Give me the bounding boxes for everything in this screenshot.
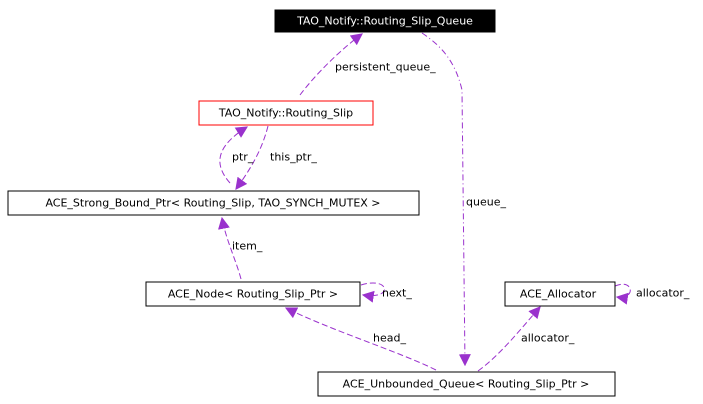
svg-text:ACE_Unbounded_Queue< Routing_S: ACE_Unbounded_Queue< Routing_Slip_Ptr > xyxy=(343,378,590,391)
node-routing-slip-queue[interactable]: TAO_Notify::Routing_Slip_Queue xyxy=(274,9,496,33)
edge-allocator-self xyxy=(614,283,631,305)
svg-text:ACE_Allocator: ACE_Allocator xyxy=(520,288,597,301)
edge-label-this-ptr: this_ptr_ xyxy=(270,151,317,164)
edge-label-allocator-self: allocator_ xyxy=(636,287,690,300)
svg-text:TAO_Notify::Routing_Slip: TAO_Notify::Routing_Slip xyxy=(218,107,353,120)
edge-label-ptr: ptr_ xyxy=(232,151,254,164)
edges xyxy=(218,32,631,372)
svg-text:ACE_Node< Routing_Slip_Ptr >: ACE_Node< Routing_Slip_Ptr > xyxy=(168,288,338,301)
svg-text:ACE_Strong_Bound_Ptr< Routing_: ACE_Strong_Bound_Ptr< Routing_Slip, TAO_… xyxy=(45,197,380,210)
edge-item xyxy=(218,216,242,280)
node-ace-allocator[interactable]: ACE_Allocator xyxy=(504,281,616,307)
node-strong-bound-ptr[interactable]: ACE_Strong_Bound_Ptr< Routing_Slip, TAO_… xyxy=(7,190,420,216)
node-routing-slip[interactable]: TAO_Notify::Routing_Slip xyxy=(198,100,374,126)
svg-text:TAO_Notify::Routing_Slip_Queue: TAO_Notify::Routing_Slip_Queue xyxy=(296,15,473,28)
edge-label-persistent-queue: persistent_queue_ xyxy=(335,61,436,74)
edge-head xyxy=(284,307,437,371)
edge-label-allocator: allocator_ xyxy=(521,332,575,345)
edge-label-head: head_ xyxy=(373,332,406,345)
edge-queue xyxy=(421,32,471,367)
node-ace-node[interactable]: ACE_Node< Routing_Slip_Ptr > xyxy=(145,281,361,307)
edge-label-next: next_ xyxy=(382,287,412,300)
edge-labels: persistent_queue_ ptr_ this_ptr_ item_ n… xyxy=(232,61,690,345)
edge-this-ptr xyxy=(235,125,269,190)
edge-label-item: item_ xyxy=(232,240,263,253)
edge-ptr xyxy=(219,126,249,184)
edge-label-queue: queue_ xyxy=(466,196,506,209)
node-unbounded-queue[interactable]: ACE_Unbounded_Queue< Routing_Slip_Ptr > xyxy=(317,371,616,397)
